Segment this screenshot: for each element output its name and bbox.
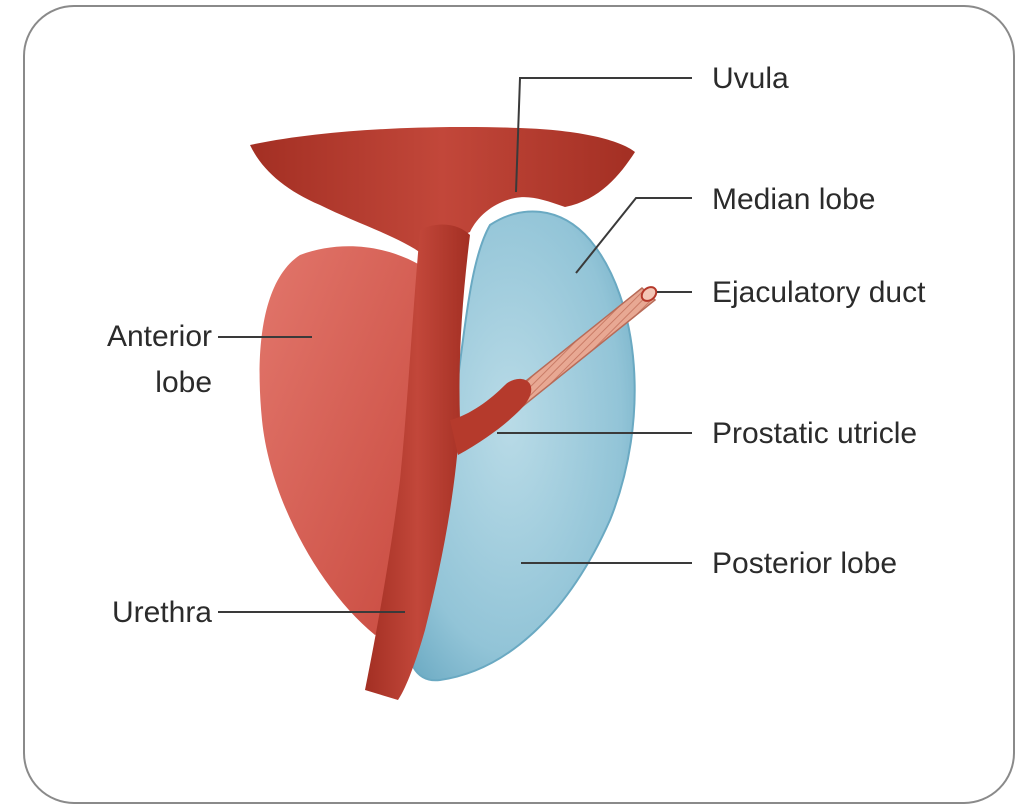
label-uvula: Uvula — [712, 62, 789, 96]
label-urethra: Urethra — [80, 596, 212, 630]
label-anterior-lobe-line1: Anterior — [88, 320, 212, 354]
label-anterior-lobe-line2: lobe — [88, 366, 212, 400]
label-posterior-lobe: Posterior lobe — [712, 547, 897, 581]
label-median-lobe: Median lobe — [712, 183, 875, 217]
label-prostatic-utricle: Prostatic utricle — [712, 417, 917, 451]
label-ejaculatory-duct: Ejaculatory duct — [712, 276, 925, 310]
